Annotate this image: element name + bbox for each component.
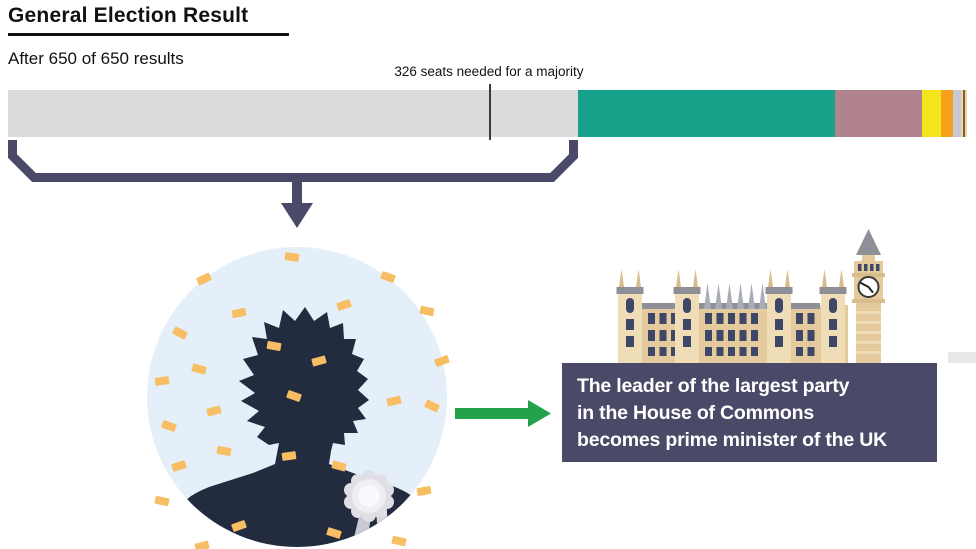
caption-line: in the House of Commons xyxy=(577,402,814,424)
right-arrow-icon xyxy=(455,400,551,427)
seats-stacked-bar xyxy=(8,90,968,137)
title-underline xyxy=(8,33,289,36)
bar-segment-third-party xyxy=(835,90,923,137)
bar-segment-largest-party xyxy=(8,90,579,137)
big-ben-icon xyxy=(852,229,885,363)
clock-icon xyxy=(857,276,880,298)
ground-strip xyxy=(948,352,976,363)
bar-segment-sixth-party xyxy=(952,90,961,137)
bar-segment-seventh-party xyxy=(960,90,963,137)
bar-segment-second-party xyxy=(578,90,836,137)
winner-portrait-illustration xyxy=(147,247,450,549)
caption-line: becomes prime minister of the UK xyxy=(577,429,888,451)
results-status: After 650 of 650 results xyxy=(8,49,184,68)
bar-segment-eighth-party xyxy=(962,90,966,137)
rosette-icon xyxy=(344,470,394,547)
down-arrow-icon xyxy=(281,203,313,228)
pavilion-towers xyxy=(616,269,847,363)
seats-bar-region: 326 seats needed for a majority xyxy=(8,64,968,144)
confetti-icon xyxy=(154,252,450,549)
grouping-bracket xyxy=(8,140,578,228)
majority-marker-line xyxy=(488,84,491,140)
caption-line: The leader of the largest party xyxy=(577,375,850,397)
bar-segment-fourth-party xyxy=(922,90,941,137)
majority-annotation: 326 seats needed for a majority xyxy=(394,64,584,79)
page-title: General Election Result xyxy=(8,4,249,27)
parliament-building-icon xyxy=(616,229,976,363)
bracket-shape xyxy=(8,140,578,182)
bar-segment-fifth-party xyxy=(940,90,953,137)
bar-segment-ninth-party xyxy=(965,90,968,137)
explainer-box: The leader of the largest party in the H… xyxy=(562,363,937,462)
